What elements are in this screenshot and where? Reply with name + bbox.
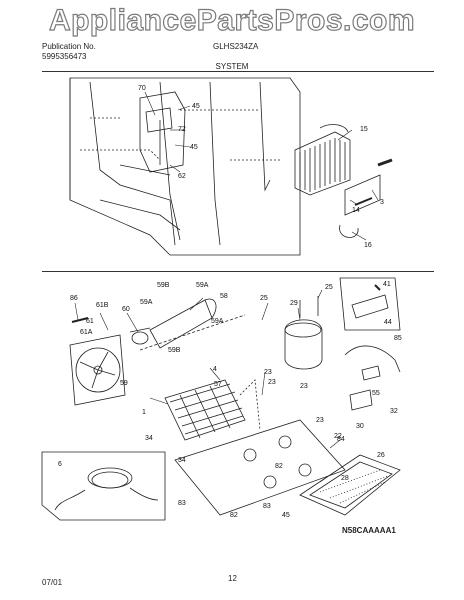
callout: 34 xyxy=(178,457,186,464)
callout: 45 xyxy=(192,103,200,110)
compressor xyxy=(284,296,323,370)
callout: 44 xyxy=(384,319,392,326)
callout: 86 xyxy=(70,295,78,302)
defrost-parts-inset xyxy=(339,277,401,331)
callout: 59B xyxy=(168,347,181,354)
callout: 83 xyxy=(178,500,186,507)
drain-tube xyxy=(339,158,393,238)
callout: 26 xyxy=(377,452,385,459)
section-divider xyxy=(42,271,434,272)
wire-harness xyxy=(344,345,401,411)
callout: 61A xyxy=(80,329,93,336)
header-rule xyxy=(42,71,434,72)
section-title: SYSTEM xyxy=(215,62,249,71)
callout: 59A xyxy=(196,282,209,289)
callout: 23 xyxy=(264,369,272,376)
callout: 57 xyxy=(214,381,222,388)
base-plate xyxy=(174,379,346,516)
callout: 59A xyxy=(140,299,153,306)
publication-number: 5995356473 xyxy=(42,52,87,61)
callout: 23 xyxy=(268,379,276,386)
callout: 16 xyxy=(364,242,372,249)
callout: 59B xyxy=(157,282,170,289)
fan-motor xyxy=(71,317,151,345)
publication-label: Publication No. xyxy=(42,42,96,51)
callout: 84 xyxy=(337,436,345,443)
condenser-coil xyxy=(294,124,351,196)
callout: 83 xyxy=(263,503,271,510)
fan-shroud xyxy=(69,334,126,406)
callout: 58 xyxy=(220,293,228,300)
callout: 29 xyxy=(290,300,298,307)
callout: 6 xyxy=(58,461,62,468)
callout: 41 xyxy=(383,281,391,288)
condenser-grid xyxy=(164,379,246,441)
callout: 82 xyxy=(275,463,283,470)
callout: 82 xyxy=(230,512,238,519)
callout: 59 xyxy=(120,380,128,387)
callout: 1 xyxy=(142,409,146,416)
leader-lines xyxy=(74,91,379,483)
fan-housing-bracket xyxy=(139,91,186,173)
callout: 25 xyxy=(325,284,333,291)
callout: 32 xyxy=(390,408,398,415)
callout: 70 xyxy=(138,85,146,92)
footer-date: 07/01 xyxy=(42,578,63,587)
callout: 4 xyxy=(213,366,217,373)
diagram-code: N58CAAAAA1 xyxy=(342,526,396,535)
callout: 25 xyxy=(260,295,268,302)
callout: 45 xyxy=(190,144,198,151)
callout: 59A xyxy=(211,318,224,325)
callout: 28 xyxy=(341,475,349,482)
callout: 61 xyxy=(86,318,94,325)
callout-labels: 70 45 72 45 62 15 14 3 16 86 61B 60 61 6… xyxy=(58,85,402,519)
callout: 55 xyxy=(372,390,380,397)
callout: 22 xyxy=(334,433,342,440)
callout: 3 xyxy=(380,199,384,206)
callout: 85 xyxy=(394,335,402,342)
callout: 15 xyxy=(360,126,368,133)
power-cord-inset xyxy=(41,451,166,521)
callout: 62 xyxy=(178,173,186,180)
callout: 60 xyxy=(122,306,130,313)
callout: 45 xyxy=(282,512,290,519)
page-number: 12 xyxy=(228,574,237,583)
model-number: GLHS234ZA xyxy=(213,42,259,51)
callout: 61B xyxy=(96,302,109,309)
cabinet-illustration xyxy=(69,77,301,256)
condenser-tubing xyxy=(139,298,246,351)
drain-pan xyxy=(299,454,401,516)
callout: 23 xyxy=(316,417,324,424)
watermark-logo: AppliancePartsPros.com xyxy=(48,3,416,37)
callout: 23 xyxy=(300,383,308,390)
callout: 72 xyxy=(178,126,186,133)
callout: 14 xyxy=(352,207,360,214)
callout: 30 xyxy=(356,423,364,430)
callout: 34 xyxy=(145,435,153,442)
